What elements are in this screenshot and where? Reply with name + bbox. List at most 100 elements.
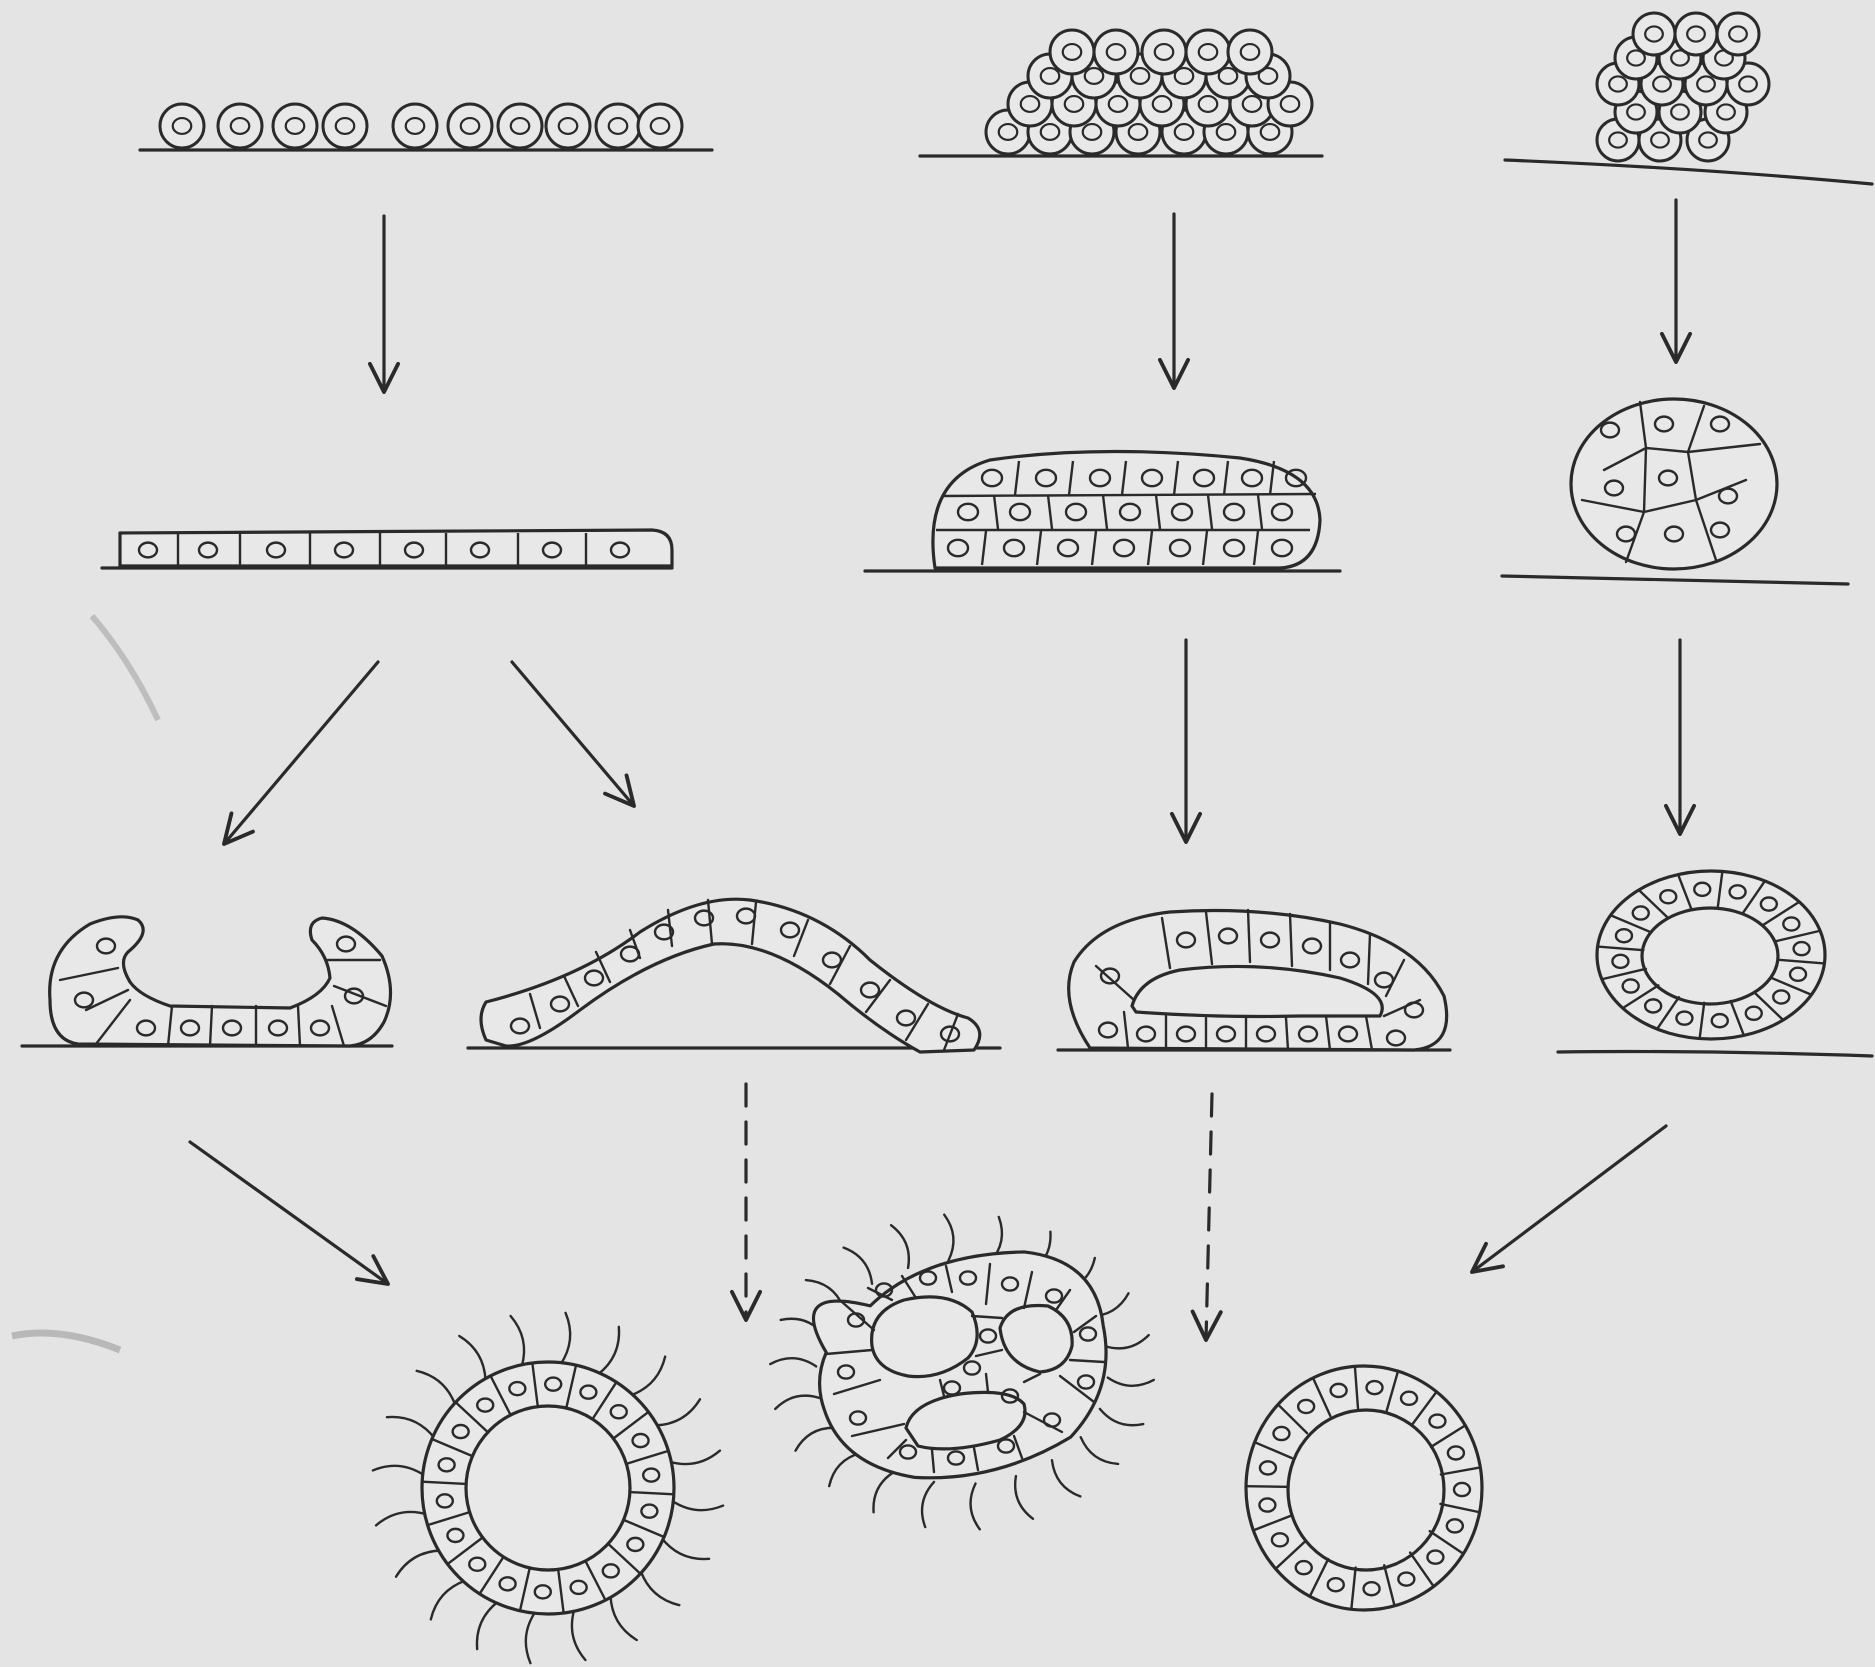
cell (1142, 30, 1186, 74)
cilium (373, 1466, 425, 1476)
cilium (671, 1500, 723, 1510)
arrow-dashed-down (1206, 1094, 1212, 1340)
arrow-diagonal-left (1472, 1126, 1666, 1272)
cilium (770, 1358, 816, 1366)
cell (448, 104, 492, 148)
cilium (1015, 1476, 1033, 1519)
cell-membrane (218, 104, 262, 148)
cell-membrane (1186, 30, 1230, 74)
lumen-1 (872, 1297, 978, 1377)
hollow-cluster (1558, 871, 1872, 1056)
cilium (572, 1609, 585, 1660)
multi-lumen-ciliated-body (770, 1215, 1154, 1530)
cilium (1108, 1378, 1154, 1386)
cell-membrane (498, 104, 542, 148)
cell-stack (1597, 13, 1769, 161)
arrow-diagonal-right (190, 1142, 388, 1284)
cell-cluster-initial (1505, 13, 1872, 184)
cell (1633, 13, 1675, 55)
flat-epithelium (102, 530, 672, 568)
arch-outline (481, 899, 980, 1052)
cell (638, 104, 682, 148)
multilayer-mound-initial (920, 30, 1322, 156)
cell-membrane (448, 104, 492, 148)
cell-membrane (273, 104, 317, 148)
arrow-diagonal-left (224, 662, 378, 844)
cilium (631, 1357, 666, 1396)
cilium (844, 1248, 872, 1284)
cilium (459, 1336, 485, 1381)
cell-membrane (596, 104, 640, 148)
cell-row (160, 104, 682, 148)
cell (160, 104, 204, 148)
substrate-line (1505, 160, 1872, 184)
cilium (971, 1484, 980, 1530)
cell-membrane (1228, 30, 1272, 74)
compact-cluster (1502, 399, 1848, 584)
thickened-mound (865, 451, 1340, 571)
cilium (417, 1371, 456, 1406)
cell (1675, 13, 1717, 55)
cilium (598, 1327, 619, 1375)
cilium (511, 1316, 524, 1367)
cell-membrane (1094, 30, 1138, 74)
cell (393, 104, 437, 148)
cell-membrane (1717, 13, 1759, 55)
cilium (944, 1215, 953, 1261)
hollowing-mound (1058, 910, 1450, 1050)
cell-membrane (1675, 13, 1717, 55)
cell-wall (1246, 1486, 1286, 1487)
cilium (655, 1399, 700, 1425)
cell (596, 104, 640, 148)
cilium (775, 1396, 820, 1409)
cilium (431, 1581, 466, 1620)
cilium (873, 1471, 894, 1512)
hollow-sphere (1246, 1366, 1482, 1610)
cell (1050, 30, 1094, 74)
monolayer-initial (140, 104, 712, 150)
cilium (387, 1417, 435, 1438)
cell-membrane (638, 104, 682, 148)
cilium (669, 1451, 720, 1464)
cilium (641, 1571, 680, 1606)
arrow-diagonal-right (512, 662, 634, 806)
cilium (795, 1428, 835, 1451)
cilium (611, 1595, 637, 1640)
cell (323, 104, 367, 148)
cell-membrane (1633, 13, 1675, 55)
cell-membrane (1142, 30, 1186, 74)
cilium (1081, 1437, 1118, 1464)
ciliated-hollow-sphere (373, 1313, 723, 1663)
lumen (1642, 908, 1778, 1004)
cilium (662, 1538, 710, 1559)
cilium (1104, 1335, 1149, 1348)
cell-membrane (546, 104, 590, 148)
cup-shaped-sheet (22, 917, 392, 1046)
epithelial-sheet (120, 530, 672, 566)
cell (273, 104, 317, 148)
cell (1186, 30, 1230, 74)
cell-membrane (1050, 30, 1094, 74)
cilium (526, 1611, 536, 1663)
cell (218, 104, 262, 148)
substrate-line (1502, 576, 1848, 584)
cell-membrane (160, 104, 204, 148)
cilium (829, 1453, 861, 1486)
cilium (1100, 1409, 1143, 1425)
substrate-line (1558, 1052, 1872, 1057)
cell (498, 104, 542, 148)
cell (1717, 13, 1759, 55)
sphere-lumen (466, 1406, 630, 1570)
cell-pile (986, 30, 1312, 154)
cilium (922, 1482, 934, 1527)
cell (546, 104, 590, 148)
cilium (1052, 1460, 1080, 1496)
cilium (396, 1551, 441, 1577)
cell-membrane (323, 104, 367, 148)
cilium (477, 1602, 498, 1650)
cell (1228, 30, 1272, 74)
cilium (560, 1313, 570, 1365)
cilium (891, 1225, 909, 1268)
cell-membrane (393, 104, 437, 148)
